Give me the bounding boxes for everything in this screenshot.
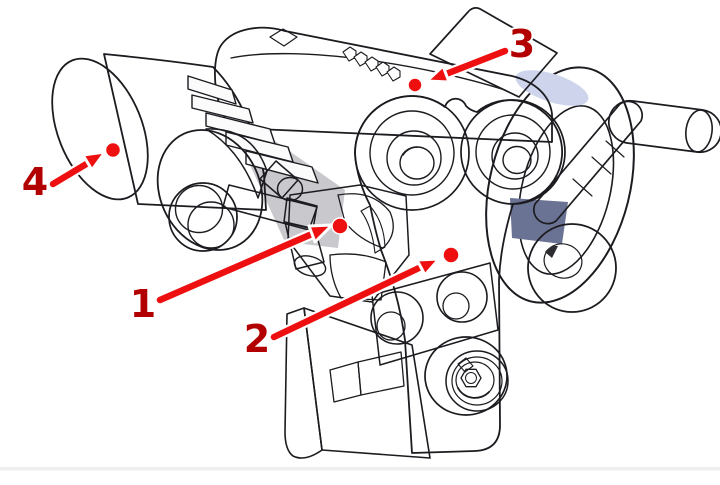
callout-label-4: 4 bbox=[22, 160, 48, 204]
callout-dot-2 bbox=[442, 246, 460, 264]
bolt-shaft bbox=[457, 357, 474, 373]
callout-dot-1 bbox=[331, 217, 349, 235]
bracket-boss-right bbox=[436, 271, 488, 323]
roller-ball bbox=[527, 223, 617, 313]
arrowhead-2 bbox=[415, 257, 441, 277]
bracket-boss-left bbox=[370, 291, 424, 345]
callout-dot-4 bbox=[104, 141, 122, 159]
callout-label-1: 1 bbox=[130, 282, 156, 326]
callout-dot-3 bbox=[407, 77, 423, 93]
pivot-peg bbox=[259, 160, 304, 202]
link-tube-cap bbox=[293, 255, 327, 277]
crank-handle bbox=[532, 99, 720, 225]
base-block bbox=[284, 307, 431, 459]
left-barrel-face bbox=[51, 57, 149, 201]
crank-arm bbox=[532, 100, 644, 225]
callout-arrow-2 bbox=[268, 257, 441, 343]
callout-annotations: 1 2 3 4 bbox=[20, 20, 537, 363]
callout-label-3: 3 bbox=[509, 22, 535, 66]
bore bbox=[174, 184, 224, 234]
callout-arrow-3 bbox=[425, 45, 511, 84]
hex-bolt bbox=[460, 368, 482, 388]
slate-clamp bbox=[269, 28, 298, 47]
callout-arrow-1 bbox=[154, 223, 334, 306]
left-boss bbox=[354, 95, 470, 211]
callout-label-2: 2 bbox=[244, 317, 270, 361]
arrowhead-4 bbox=[81, 150, 107, 172]
base-step bbox=[329, 361, 362, 403]
front-plate bbox=[354, 95, 566, 454]
serrated-rack bbox=[342, 46, 401, 82]
cam-lobe bbox=[337, 193, 394, 249]
arrowhead-1 bbox=[307, 223, 334, 244]
arrowhead-3 bbox=[425, 64, 451, 84]
crank-grip-endcap bbox=[685, 109, 713, 153]
callout-arrow-4 bbox=[47, 150, 107, 190]
rear-barrel bbox=[429, 7, 558, 98]
crank-grip bbox=[607, 99, 720, 154]
right-boss-bore bbox=[502, 145, 532, 175]
left-inner-cylinder bbox=[156, 128, 268, 252]
bolt-cylinder bbox=[424, 336, 509, 416]
ground-line bbox=[0, 467, 720, 471]
lower-bracket bbox=[370, 262, 499, 366]
right-boss bbox=[460, 99, 566, 205]
